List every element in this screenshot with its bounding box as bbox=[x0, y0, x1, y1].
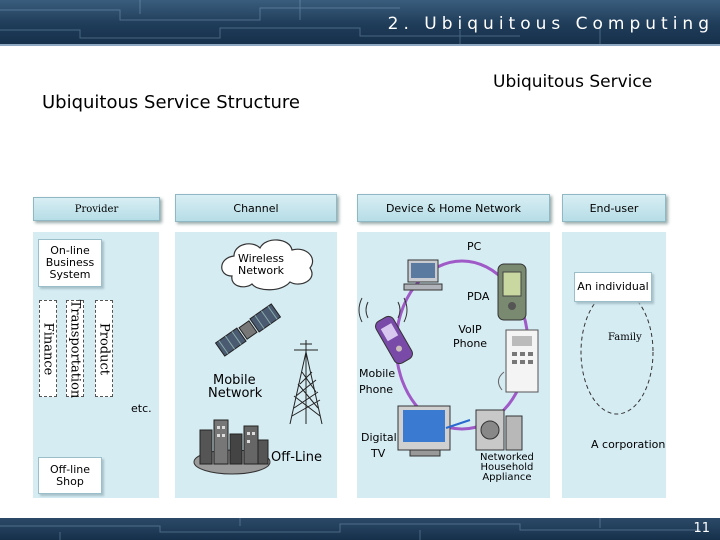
city-icon bbox=[193, 419, 271, 475]
cloud-icon bbox=[221, 239, 314, 291]
tv-icon bbox=[397, 405, 451, 457]
individual-box: An individual bbox=[574, 272, 652, 302]
provider-header: Provider bbox=[33, 197, 160, 221]
digital-tv-label-1: Digital bbox=[361, 431, 397, 444]
etc-label: etc. bbox=[131, 402, 152, 415]
wireless-label-1: Wireless bbox=[238, 252, 285, 265]
digital-tv-label-2: TV bbox=[371, 447, 386, 460]
footer-circuit-pattern bbox=[0, 518, 700, 540]
online-business-box: On-line Business System bbox=[38, 239, 102, 287]
online-label-3: System bbox=[49, 268, 91, 281]
pda-label: PDA bbox=[467, 290, 490, 303]
header-title: 2. Ubiquitous Computing bbox=[387, 14, 714, 34]
pda-icon bbox=[497, 263, 527, 321]
mobile-phone-label-2: Phone bbox=[359, 383, 394, 396]
online-label-1: On-line bbox=[50, 244, 90, 257]
satellite-icon bbox=[214, 303, 282, 357]
mobile-network-label: Mobile Network bbox=[208, 374, 262, 400]
appliance-icon bbox=[445, 409, 523, 451]
appliance-label-3: Appliance bbox=[482, 472, 532, 483]
offline-channel-label: Off-Line bbox=[271, 450, 322, 465]
device-header: Device & Home Network bbox=[357, 194, 550, 222]
digital-tv-label: Digital TV bbox=[361, 430, 397, 462]
main-title: Ubiquitous Service Structure bbox=[42, 92, 300, 113]
offline-shop-label-2: Shop bbox=[56, 474, 84, 488]
offline-shop-label-1: Off-line bbox=[49, 462, 91, 476]
page-number: 11 bbox=[693, 521, 710, 536]
circuit-pattern bbox=[0, 0, 601, 46]
transportation-column: Transportation bbox=[66, 299, 84, 398]
subtitle: Ubiquitous Service bbox=[493, 72, 653, 92]
mobile-phone-icon bbox=[375, 315, 413, 365]
voip-label-2: Phone bbox=[453, 337, 488, 350]
signal-icon bbox=[358, 297, 408, 323]
channel-header: Channel bbox=[175, 194, 337, 222]
appliance-label: Networked Household Appliance bbox=[480, 453, 534, 483]
header-bar: 2. Ubiquitous Computing bbox=[0, 0, 720, 46]
voip-phone-icon bbox=[498, 329, 539, 393]
tower-icon bbox=[289, 340, 323, 425]
pc-label: PC bbox=[467, 240, 482, 253]
appliance-label-2: Household bbox=[480, 462, 534, 473]
wireless-label-2: Network bbox=[238, 264, 284, 277]
finance-column: Finance bbox=[39, 300, 57, 397]
mobile-phone-label-1: Mobile bbox=[359, 367, 396, 380]
enduser-header: End-user bbox=[562, 194, 666, 222]
header-rule bbox=[0, 44, 720, 46]
family-ellipse bbox=[580, 289, 654, 415]
voip-label-1: VoIP bbox=[458, 323, 482, 336]
pc-icon bbox=[403, 259, 443, 291]
footer-bar: 11 bbox=[0, 518, 720, 540]
voip-label: VoIP Phone bbox=[453, 323, 487, 351]
product-column: Product bbox=[95, 300, 113, 397]
wireless-network-label: Wireless Network bbox=[238, 253, 284, 277]
corporation-label: A corporation bbox=[591, 438, 666, 451]
family-label: Family bbox=[608, 332, 642, 343]
appliance-label-1: Networked bbox=[480, 452, 534, 463]
mobile-network-label-1: Mobile bbox=[213, 373, 256, 388]
online-label-2: Business bbox=[45, 256, 95, 269]
mobile-network-label-2: Network bbox=[208, 386, 263, 401]
offline-shop-box: Off-line Shop bbox=[38, 457, 102, 494]
mobile-phone-label: Mobile Phone bbox=[359, 366, 395, 398]
